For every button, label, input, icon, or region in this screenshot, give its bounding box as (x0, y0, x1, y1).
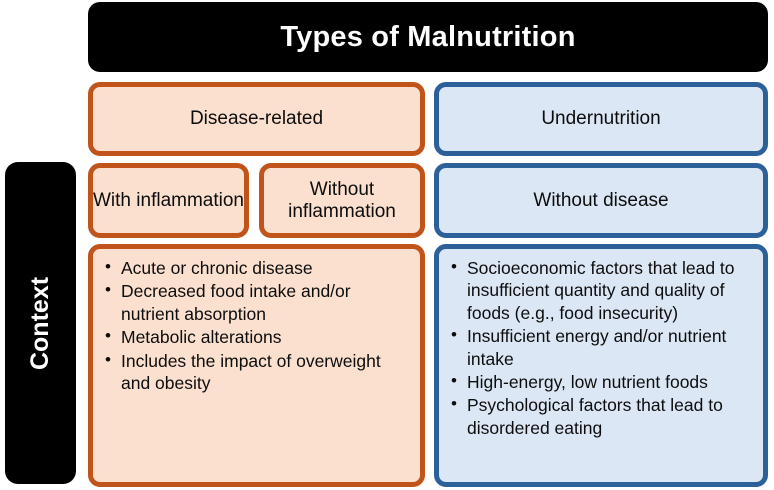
subtype-label-without-inflammation: Without inflammation (288, 179, 396, 222)
category-box-disease-related: Disease-related (88, 82, 425, 156)
context-axis-label: Context (26, 276, 54, 370)
list-item: Includes the impact of overweight and ob… (103, 349, 412, 395)
subtype-label-without-disease: Without disease (533, 189, 669, 211)
category-box-undernutrition: Undernutrition (434, 82, 768, 156)
subtype-label-with-inflammation: With inflammation (93, 189, 244, 211)
details-list-undernutrition: Socioeconomic factors that lead to insuf… (439, 249, 763, 440)
list-item: Decreased food intake and/or nutrient ab… (103, 279, 412, 325)
diagram-title-banner: Types of Malnutrition (88, 2, 768, 72)
list-item: Socioeconomic factors that lead to insuf… (449, 256, 755, 324)
details-list-disease-related: Acute or chronic disease Decreased food … (93, 249, 420, 395)
list-item: High-energy, low nutrient foods (449, 370, 755, 393)
list-item: Insufficient energy and/or nutrient inta… (449, 324, 755, 370)
details-box-undernutrition: Socioeconomic factors that lead to insuf… (434, 244, 768, 487)
details-box-disease-related: Acute or chronic disease Decreased food … (88, 244, 425, 487)
category-label-undernutrition: Undernutrition (541, 108, 661, 130)
list-item: Psychological factors that lead to disor… (449, 393, 755, 439)
list-item: Acute or chronic disease (103, 256, 412, 279)
list-item: Metabolic alterations (103, 325, 412, 348)
subtype-box-with-inflammation: With inflammation (88, 163, 249, 238)
subtype-box-without-inflammation: Without inflammation (259, 163, 425, 238)
subtype-box-without-disease: Without disease (434, 163, 768, 238)
page-title: Types of Malnutrition (280, 20, 576, 53)
category-label-disease-related: Disease-related (189, 108, 324, 130)
context-axis-bar: Context (5, 162, 76, 484)
